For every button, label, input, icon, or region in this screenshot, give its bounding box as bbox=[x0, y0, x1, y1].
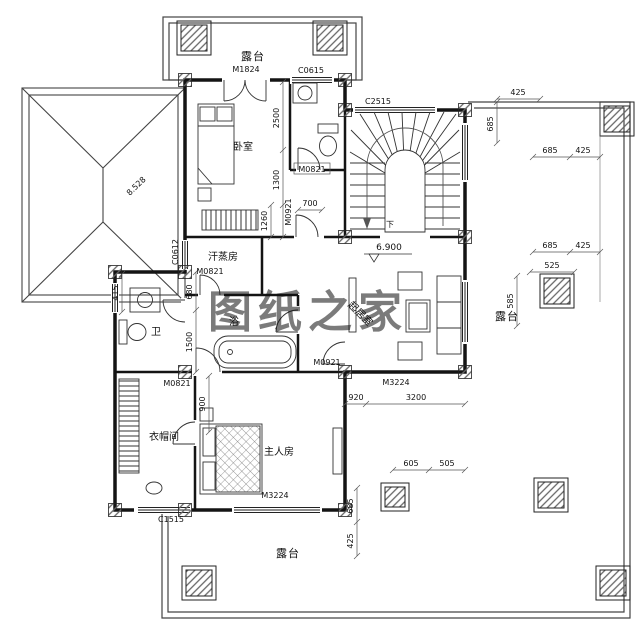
cabinet-icon bbox=[332, 427, 343, 475]
dim-425-c: 425 bbox=[575, 241, 590, 250]
watermark: 图纸之家 bbox=[208, 287, 408, 338]
room-label-terrace-top: 露台 bbox=[241, 49, 265, 63]
label-m0921-hall: M0921 bbox=[284, 198, 293, 225]
terrace-pillars bbox=[176, 20, 635, 601]
bathtub-icon bbox=[213, 335, 297, 369]
room-label-terrace-right: 露台 bbox=[495, 309, 519, 323]
opening-labels: M1824 C0615 C2515 M0821 M0921 C0612 M082… bbox=[158, 65, 410, 524]
room-label-bath: 浴 bbox=[229, 316, 239, 328]
dim-425-a: 425 bbox=[510, 88, 525, 97]
label-c0615: C0615 bbox=[298, 66, 324, 75]
dim-3200: 3200 bbox=[406, 393, 426, 402]
sofa-set-icon bbox=[348, 271, 462, 361]
closet-icon bbox=[201, 209, 259, 231]
label-m0821-bath: M0821 bbox=[298, 165, 325, 174]
stool-icon bbox=[145, 481, 163, 495]
wc-toilet-icon bbox=[118, 319, 147, 345]
dim-900: 900 bbox=[198, 396, 207, 411]
dim-425-b: 425 bbox=[575, 146, 590, 155]
dim-1300: 1300 bbox=[272, 170, 281, 190]
dim-685-c: 685 bbox=[542, 241, 557, 250]
dim-585: 585 bbox=[506, 293, 515, 308]
wc-sink-icon bbox=[129, 287, 161, 313]
toilet-icon bbox=[317, 123, 339, 157]
dim-605: 605 bbox=[403, 459, 418, 468]
master-bed-icon bbox=[199, 407, 263, 495]
label-m3224-master: M3224 bbox=[261, 491, 288, 500]
dim-425-d: 425 bbox=[346, 533, 355, 548]
room-label-bedroom: 卧室 bbox=[233, 140, 253, 153]
room-label-wc: 卫 bbox=[151, 327, 161, 338]
room-label-terrace-bottom: 露台 bbox=[276, 546, 300, 560]
stairs-down-label: 下 bbox=[386, 220, 394, 229]
dim-685-a: 685 bbox=[486, 116, 495, 131]
dim-680: 680 bbox=[185, 284, 194, 299]
dim-1500: 1500 bbox=[185, 332, 194, 352]
label-m1824: M1824 bbox=[232, 65, 259, 74]
dimension-texts: 2500 1300 1260 700 680 1500 415 900 920 … bbox=[111, 88, 591, 549]
level-value: 6.900 bbox=[376, 243, 402, 253]
dim-685-d: 685 bbox=[346, 498, 355, 513]
dim-525: 525 bbox=[544, 261, 559, 270]
label-box-m0821 bbox=[293, 162, 331, 175]
dim-685-b: 685 bbox=[542, 146, 557, 155]
label-c0612: C0612 bbox=[171, 239, 180, 265]
room-label-master: 主人房 bbox=[264, 445, 294, 458]
wardrobe-icon bbox=[118, 378, 140, 474]
staircase bbox=[349, 111, 461, 233]
label-m0821-sauna: M0821 bbox=[196, 267, 223, 276]
label-m3224-living: M3224 bbox=[382, 378, 409, 387]
bed-icon bbox=[197, 103, 235, 202]
label-c1515: C1515 bbox=[158, 515, 184, 524]
columns bbox=[108, 73, 472, 517]
room-label-sauna: 汗蒸房 bbox=[208, 250, 238, 263]
dim-2500: 2500 bbox=[272, 108, 281, 128]
label-m0921-living: M0921 bbox=[313, 358, 340, 367]
label-c2515: C2515 bbox=[365, 97, 391, 106]
room-label-cloak: 衣帽间 bbox=[149, 430, 179, 443]
dim-505: 505 bbox=[439, 459, 454, 468]
dim-700: 700 bbox=[302, 199, 317, 208]
dim-920: 920 bbox=[348, 393, 363, 402]
level-marker bbox=[364, 253, 412, 263]
dimension-lines bbox=[118, 78, 604, 560]
furniture bbox=[118, 82, 462, 495]
dim-1260: 1260 bbox=[260, 211, 269, 231]
label-m0821-master: M0821 bbox=[163, 379, 190, 388]
doors bbox=[162, 79, 346, 445]
dim-415: 415 bbox=[111, 285, 120, 300]
sink-icon bbox=[292, 82, 318, 104]
hip-roof bbox=[21, 87, 186, 303]
